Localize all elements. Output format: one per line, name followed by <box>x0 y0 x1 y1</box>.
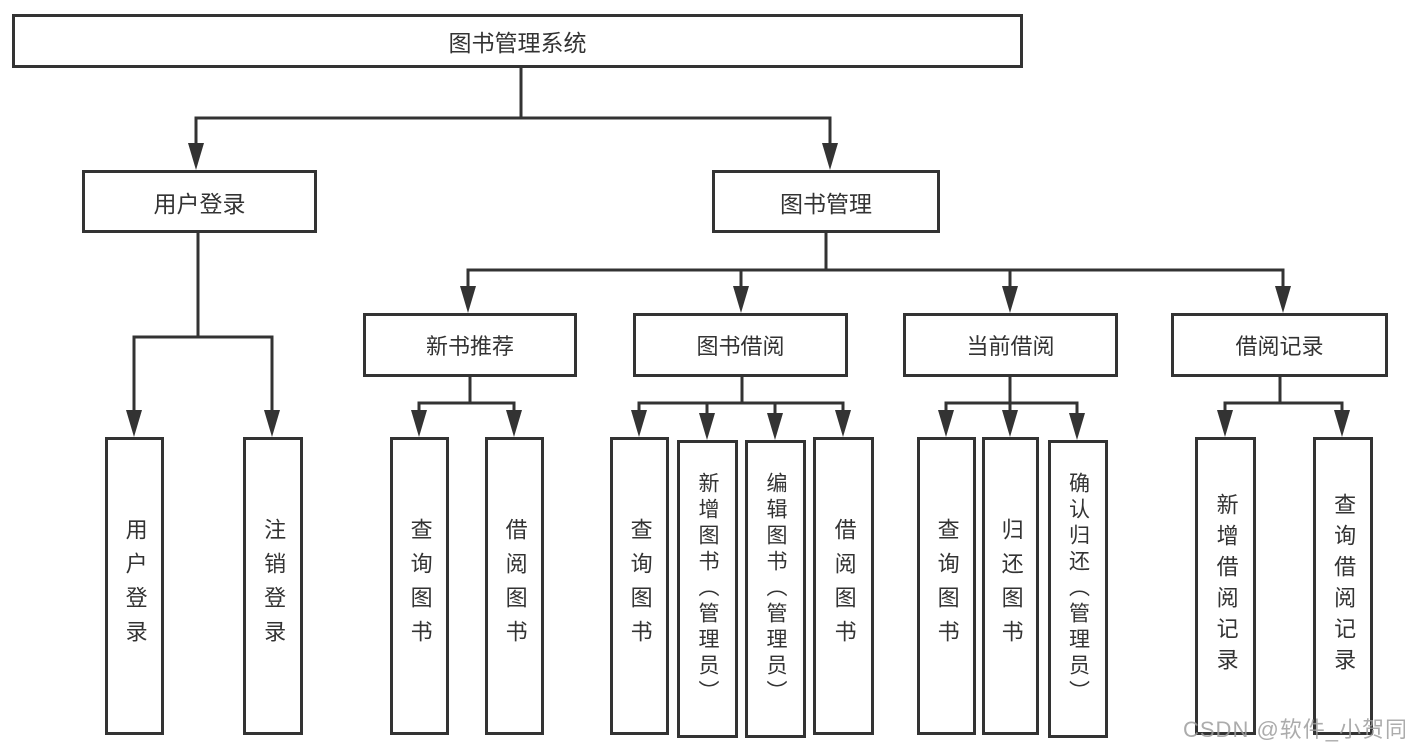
node-bb-query-books: 查询图书 <box>610 437 669 735</box>
node-nbr-borrow-books: 借阅图书 <box>485 437 544 735</box>
csdn-watermark: CSDN @软件_小贺同学 <box>1183 717 1405 742</box>
node-bb-borrow-books: 借阅图书 <box>813 437 874 735</box>
node-label: 图书借阅 <box>696 334 785 359</box>
node-label: 编辑图书（管理员） <box>764 472 788 706</box>
connector-user-login <box>126 231 280 437</box>
connector-root <box>188 66 838 170</box>
node-label: 新书推荐 <box>425 334 514 359</box>
connector-book-borrowing <box>631 375 851 440</box>
node-br-query-record: 查询借阅记录 <box>1313 437 1373 735</box>
node-label: 借阅图书 <box>831 518 857 654</box>
connector-book-management <box>460 231 1291 313</box>
node-label: 查询借阅记录 <box>1331 493 1357 679</box>
node-label: 新增借阅记录 <box>1213 493 1239 679</box>
node-nbr-query-books: 查询图书 <box>390 437 449 735</box>
node-library-management-system: 图书管理系统 <box>12 14 1023 68</box>
node-label: 新增图书（管理员） <box>696 472 720 706</box>
node-cb-confirm-return-admin: 确认归还（管理员） <box>1048 440 1108 738</box>
node-bb-edit-books-admin: 编辑图书（管理员） <box>745 440 806 738</box>
node-label: 用户登录 <box>153 190 246 217</box>
node-current-borrowing: 当前借阅 <box>903 313 1118 377</box>
node-label: 查询图书 <box>407 518 433 654</box>
node-logout: 注销登录 <box>243 437 303 735</box>
node-new-book-recommend: 新书推荐 <box>363 313 577 377</box>
node-cb-return-books: 归还图书 <box>982 437 1039 735</box>
node-label: 确认归还（管理员） <box>1066 472 1090 706</box>
node-user-login-leaf: 用户登录 <box>105 437 164 735</box>
node-label: 图书管理系统 <box>448 30 587 56</box>
node-label: 查询图书 <box>934 518 960 654</box>
node-label: 注销登录 <box>261 518 287 654</box>
node-label: 借阅记录 <box>1235 334 1324 359</box>
node-borrowing-records: 借阅记录 <box>1171 313 1388 377</box>
node-label: 图书管理 <box>780 190 872 217</box>
connector-borrowing-records <box>1217 375 1350 437</box>
node-br-add-record: 新增借阅记录 <box>1195 437 1256 735</box>
node-label: 借阅图书 <box>502 518 528 654</box>
node-label: 查询图书 <box>627 518 653 654</box>
connector-current-borrowing <box>938 375 1085 440</box>
node-user-login: 用户登录 <box>82 170 317 233</box>
node-label: 用户登录 <box>122 518 148 654</box>
node-bb-add-books-admin: 新增图书（管理员） <box>677 440 738 738</box>
node-book-management: 图书管理 <box>712 170 940 233</box>
node-cb-query-books: 查询图书 <box>917 437 976 735</box>
connector-new-book-recommend <box>411 375 522 437</box>
node-label: 当前借阅 <box>966 334 1055 359</box>
node-book-borrowing: 图书借阅 <box>633 313 848 377</box>
node-label: 归还图书 <box>998 518 1024 654</box>
